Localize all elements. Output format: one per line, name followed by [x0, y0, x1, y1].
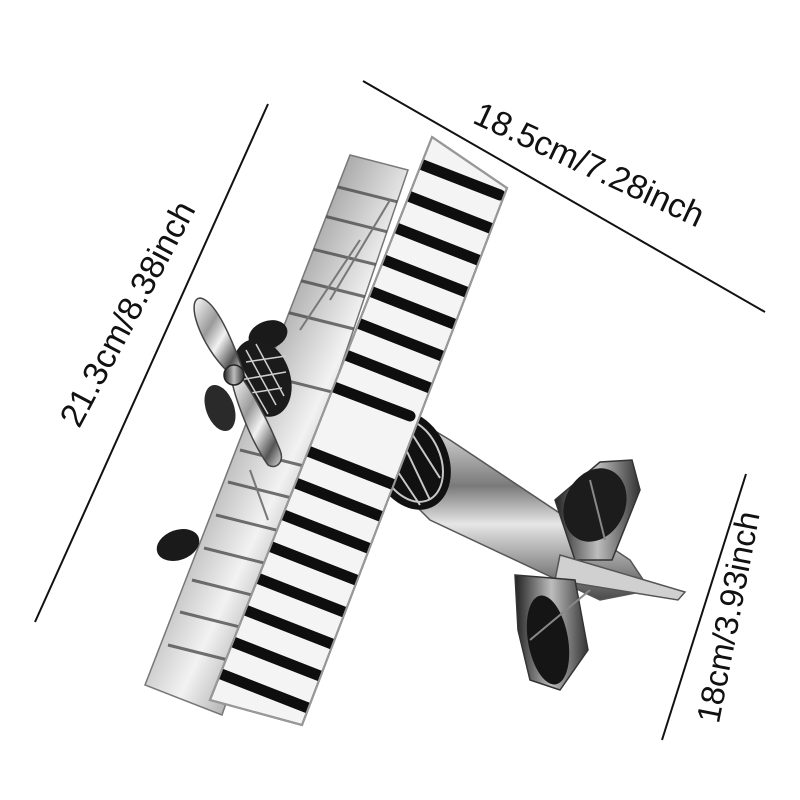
upper-wing — [208, 135, 509, 727]
propeller — [193, 297, 283, 468]
horizontal-stabilizer — [554, 554, 687, 601]
tail-dimension-line — [661, 473, 747, 741]
lower-wheel — [156, 529, 200, 561]
height-dimension-line — [34, 103, 269, 623]
propeller-hub — [223, 364, 245, 386]
width-dimension-line — [362, 80, 766, 313]
